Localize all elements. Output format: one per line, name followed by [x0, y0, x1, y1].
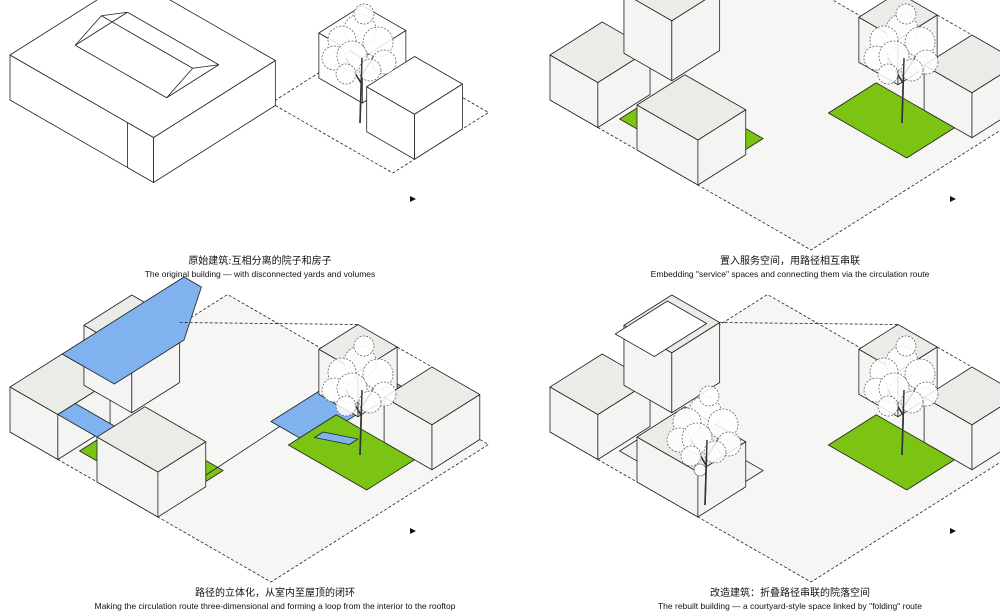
caption-cn: 路径的立体化，从室内至屋顶的闭环	[195, 588, 355, 599]
tree-trunk	[901, 57, 905, 124]
tree-trunk	[704, 439, 708, 506]
caption-cn: 原始建筑:互相分离的院子和房子	[188, 256, 332, 267]
tree-foliage	[335, 395, 357, 417]
caption-en: The original building — with disconnecte…	[144, 269, 376, 279]
tree-icon	[321, 335, 397, 456]
connector-line	[936, 346, 973, 368]
volume-box	[96, 406, 207, 518]
roof-line	[74, 15, 102, 46]
connector-line	[396, 346, 433, 368]
volume-box	[923, 366, 1000, 471]
volume-top-face	[923, 34, 1000, 94]
volume-side-face	[971, 74, 1000, 139]
volume-box	[923, 34, 1000, 139]
tree-foliage	[877, 63, 899, 85]
roof-line	[101, 11, 128, 17]
volume-top-face	[96, 406, 207, 473]
connector-line	[936, 14, 973, 36]
north-arrow-icon	[410, 196, 416, 202]
caption-panel-1: 原始建筑:互相分离的院子和房子 The original building — …	[10, 255, 510, 280]
volume-box	[623, 0, 721, 82]
tree-foliage	[878, 372, 910, 404]
caption-cn: 置入服务空间，用路径相互串联	[720, 256, 860, 267]
tree-foliage	[353, 335, 375, 357]
north-arrow-icon	[950, 528, 956, 534]
tree-icon	[863, 3, 939, 124]
tree-foliage	[698, 385, 720, 407]
roof-line	[166, 67, 193, 99]
volume-box	[383, 366, 481, 471]
tree-foliage	[878, 40, 910, 72]
volume-top-face	[9, 0, 276, 138]
volume-side-face	[671, 0, 721, 82]
tree-foliage	[353, 3, 375, 25]
caption-en: Making the circulation route three-dimen…	[94, 601, 456, 611]
tree-trunk	[359, 389, 363, 456]
caption-panel-3: 路径的立体化，从室内至屋顶的闭环 Making the circulation …	[25, 587, 525, 612]
caption-panel-2: 置入服务空间，用路径相互串联 Embedding "service" space…	[540, 255, 1000, 280]
panel-3d-route	[9, 276, 489, 583]
tree-foliage	[358, 58, 382, 82]
tree-icon	[863, 335, 939, 456]
tree-foliage	[336, 40, 368, 72]
roof-ridge	[101, 15, 193, 69]
tree-foliage	[336, 372, 368, 404]
courtyard-tree-pit	[693, 463, 707, 477]
tree-foliage	[904, 358, 936, 390]
volume-side-face	[971, 406, 1000, 471]
tree-trunk	[359, 57, 363, 124]
tree-trunk	[901, 389, 905, 456]
north-arrow-icon	[410, 528, 416, 534]
volume-top-face	[923, 366, 1000, 426]
tree-foliage	[900, 390, 924, 414]
circulation-route	[61, 276, 202, 385]
tree-foliage	[877, 395, 899, 417]
tree-icon	[321, 3, 397, 124]
volume-top-face	[636, 74, 747, 141]
tree-foliage	[707, 408, 739, 440]
tree-foliage	[681, 422, 713, 454]
tree-foliage	[904, 26, 936, 58]
caption-en: The rebuilt building — a courtyard-style…	[657, 601, 922, 611]
tree-foliage	[703, 440, 727, 464]
tree-foliage	[895, 3, 917, 25]
tree-foliage	[362, 26, 394, 58]
tree-icon	[666, 385, 742, 506]
tree-foliage	[362, 358, 394, 390]
tree-foliage	[900, 58, 924, 82]
tree-foliage	[358, 390, 382, 414]
roof-skylight	[614, 300, 707, 357]
tree-foliage	[335, 63, 357, 85]
panel-original-building	[9, 0, 489, 202]
north-arrow-icon	[950, 196, 956, 202]
caption-panel-4: 改造建筑：折叠路径串联的院落空间 The rebuilt building — …	[540, 587, 1000, 612]
roof-line	[192, 64, 219, 69]
tree-foliage	[680, 445, 702, 467]
tree-foliage	[895, 335, 917, 357]
ramp-route	[314, 431, 359, 445]
volume-top-face	[366, 56, 463, 115]
volume-top-face	[383, 366, 481, 426]
panel-service-spaces	[549, 0, 1000, 251]
volume-box	[366, 56, 463, 160]
volume-top-face	[634, 0, 706, 22]
volume-box	[636, 74, 747, 186]
caption-cn: 改造建筑：折叠路径串联的院落空间	[710, 588, 870, 599]
caption-en: Embedding "service" spaces and connectin…	[650, 269, 930, 279]
panel-rebuilt-building	[549, 294, 1000, 583]
volume-box	[9, 0, 276, 183]
